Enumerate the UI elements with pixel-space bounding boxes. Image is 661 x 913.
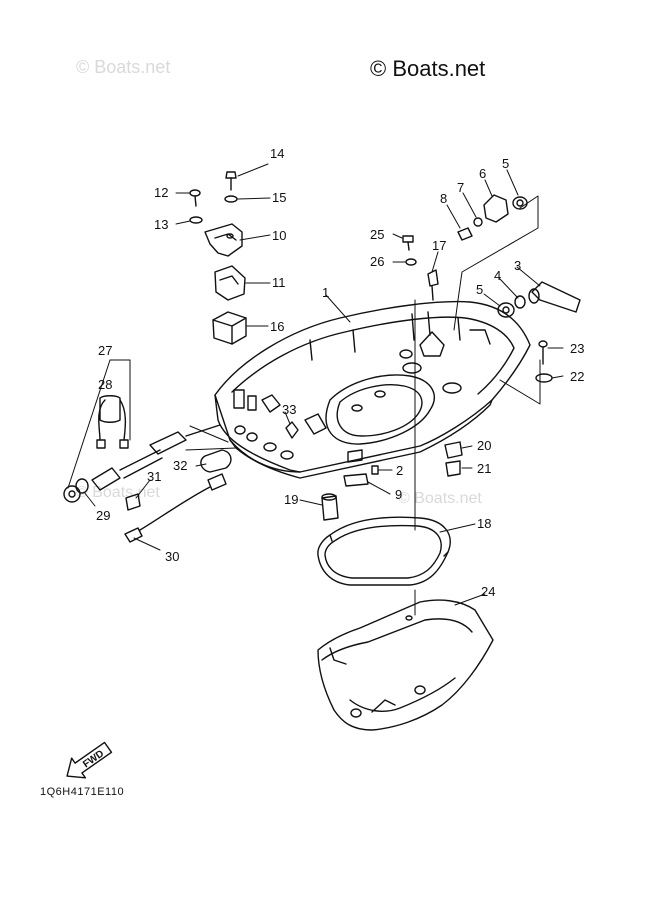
watermark-main: © Boats.net — [370, 56, 486, 81]
callout-4: 4 — [494, 268, 501, 283]
top-left-assembly — [189, 171, 247, 345]
callout-26: 26 — [370, 254, 384, 269]
callout-29: 29 — [96, 508, 110, 523]
reference-code: 1Q6H4171E110 — [40, 786, 125, 798]
callout-17: 17 — [432, 238, 446, 253]
callout-14: 14 — [270, 146, 284, 161]
callout-25: 25 — [370, 227, 384, 242]
callout-5b: 5 — [476, 282, 483, 297]
callout-20: 20 — [477, 438, 491, 453]
callout-8: 8 — [440, 191, 447, 206]
callout-5a: 5 — [502, 156, 509, 171]
callout-16: 16 — [270, 319, 284, 334]
callout-23: 23 — [570, 341, 584, 356]
callout-9: 9 — [395, 487, 402, 502]
callout-30: 30 — [165, 549, 179, 564]
callout-10: 10 — [272, 228, 286, 243]
callout-21: 21 — [477, 461, 491, 476]
callout-24: 24 — [481, 584, 495, 599]
callout-6: 6 — [479, 166, 486, 181]
callout-19: 19 — [284, 492, 298, 507]
bottom-cowling-part — [214, 300, 531, 479]
leader-lines — [67, 163, 564, 616]
callout-12: 12 — [154, 185, 168, 200]
callout-11: 11 — [272, 275, 286, 290]
callout-31: 31 — [147, 469, 161, 484]
seal-part — [317, 516, 451, 586]
fwd-arrow: FWD — [66, 741, 113, 779]
lower-pan-part — [317, 599, 494, 731]
callout-labels: 1 2 3 4 5 5 6 7 8 9 10 11 12 13 14 15 16… — [96, 146, 584, 599]
callout-3: 3 — [514, 258, 521, 273]
callout-18: 18 — [477, 516, 491, 531]
callout-22: 22 — [570, 369, 584, 384]
watermark-faint-top: © Boats.net — [76, 57, 171, 77]
callout-33: 33 — [282, 402, 296, 417]
callout-27: 27 — [98, 343, 112, 358]
callout-15: 15 — [272, 190, 286, 205]
callout-28: 28 — [98, 377, 112, 392]
watermark-faint-right: © Boats.net — [398, 490, 482, 507]
callout-32: 32 — [173, 458, 187, 473]
callout-2: 2 — [396, 463, 403, 478]
callout-13: 13 — [154, 217, 168, 232]
callout-1: 1 — [322, 285, 329, 300]
wiring-assembly — [63, 395, 299, 543]
top-right-assembly — [321, 194, 581, 521]
callout-7: 7 — [457, 180, 464, 195]
